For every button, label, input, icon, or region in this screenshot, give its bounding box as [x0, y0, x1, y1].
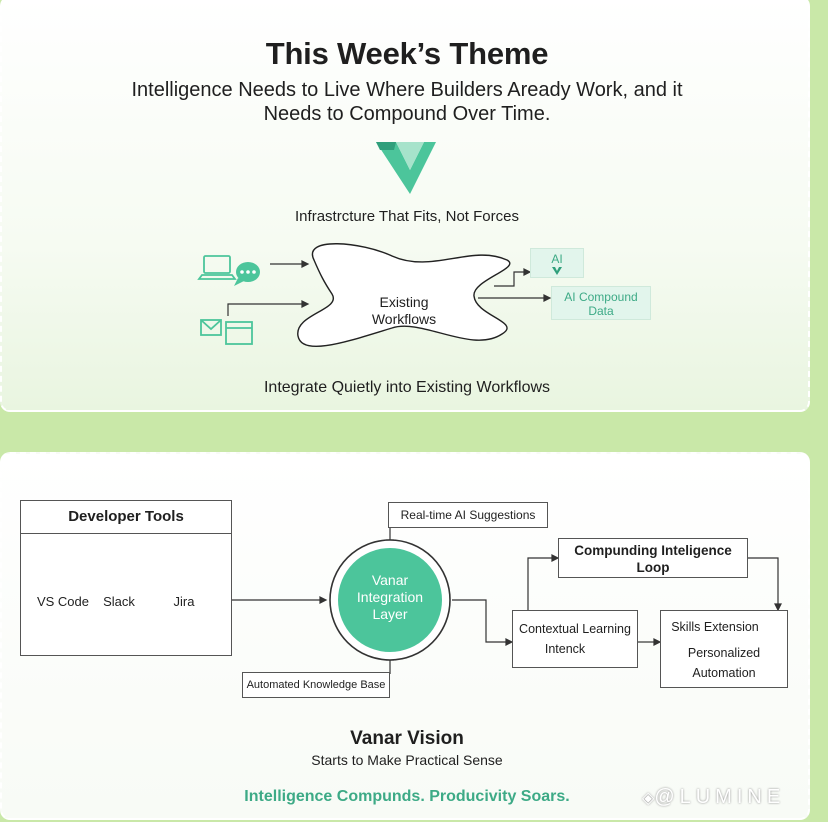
watermark-logo-icon: ◈ — [642, 790, 655, 807]
skills-extension-box: Skills Extension Personalized Automation — [660, 610, 788, 688]
existing-workflows-label: Existing Workflows — [354, 294, 454, 328]
tagline: Infrastrcture That Fits, Not Forces — [295, 208, 519, 225]
bottom-panel: Developer Tools VS Code Slack Jira Jira … — [0, 452, 810, 820]
top-panel: This Week’s Theme Intelligence Needs to … — [0, 0, 810, 412]
integration-line-3: Layer — [372, 606, 408, 622]
top-diagram-graphics — [197, 142, 552, 348]
developer-tools-title: Developer Tools — [21, 501, 231, 534]
realtime-suggestions-box: Real-time AI Suggestions — [388, 502, 548, 528]
watermark: ◈@LUMINE — [642, 786, 785, 809]
flow-arrows — [232, 524, 782, 674]
page-title: This Week’s Theme — [2, 36, 812, 72]
knowledge-base-box: Automated Knowledge Base — [242, 672, 390, 698]
center-label-line-2: Workflows — [371, 311, 437, 327]
skills-line-1: Personalized — [687, 646, 761, 660]
ai-box-label: AI — [551, 252, 563, 266]
caption: Integrate Quietly into Existing Workflow… — [263, 379, 551, 396]
loop-line-2: Loop — [636, 560, 670, 575]
vanar-mini-icon — [552, 267, 562, 275]
workflow-blob — [297, 243, 511, 348]
contextual-line-1: Contextual Learning — [519, 622, 631, 636]
tool-label-jira: Jira — [173, 594, 195, 609]
footer-tagline: Intelligence Compunds. Producivity Soars… — [244, 788, 570, 805]
compounding-loop-box: Compunding Inteligence Loop — [558, 538, 748, 578]
compound-line-2: Data — [588, 304, 614, 318]
contextual-line-2: Intenck — [544, 642, 586, 656]
skills-title: Skills Extension — [671, 620, 759, 634]
input-arrows — [227, 260, 310, 316]
tool-label-slack: Slack — [103, 594, 135, 609]
ai-box: AI — [530, 248, 584, 278]
page-subtitle: Intelligence Needs to Live Where Builder… — [2, 78, 812, 126]
center-label-line-1: Existing — [379, 294, 429, 310]
mail-icon — [200, 319, 222, 336]
chat-bubble-icon — [234, 262, 260, 286]
integration-line-2: Integration — [356, 589, 424, 605]
ai-compound-data-box: AI Compound Data — [551, 286, 651, 320]
contextual-learning-box: Contextual Learning Intenck — [512, 610, 638, 668]
skills-line-2: Automation — [692, 666, 756, 680]
jira-icon-text: Jira — [175, 559, 193, 570]
loop-line-1: Compunding Inteligence — [574, 543, 732, 558]
subtitle-line-1: Intelligence Needs to Live Where Builder… — [131, 79, 683, 101]
subtitle-line-2: Needs to Compound Over Time. — [263, 103, 551, 125]
title-text: This Week’s Theme — [265, 36, 549, 71]
output-arrows — [478, 268, 552, 302]
compound-line-1: AI Compound — [564, 290, 638, 304]
window-icon — [225, 321, 253, 345]
integration-layer-label: Vanar Integration Layer — [338, 572, 442, 623]
developer-tools-box: Developer Tools — [20, 500, 232, 656]
integration-circle — [338, 548, 442, 652]
vision-subtitle: Starts to Make Practical Sense — [311, 752, 503, 768]
tool-label-vscode: VS Code — [36, 594, 90, 609]
watermark-text: @LUMINE — [654, 786, 786, 808]
vanar-logo-icon — [376, 142, 436, 194]
integration-line-1: Vanar — [371, 572, 409, 588]
laptop-icon — [197, 255, 237, 280]
vision-title: Vanar Vision — [350, 728, 464, 749]
